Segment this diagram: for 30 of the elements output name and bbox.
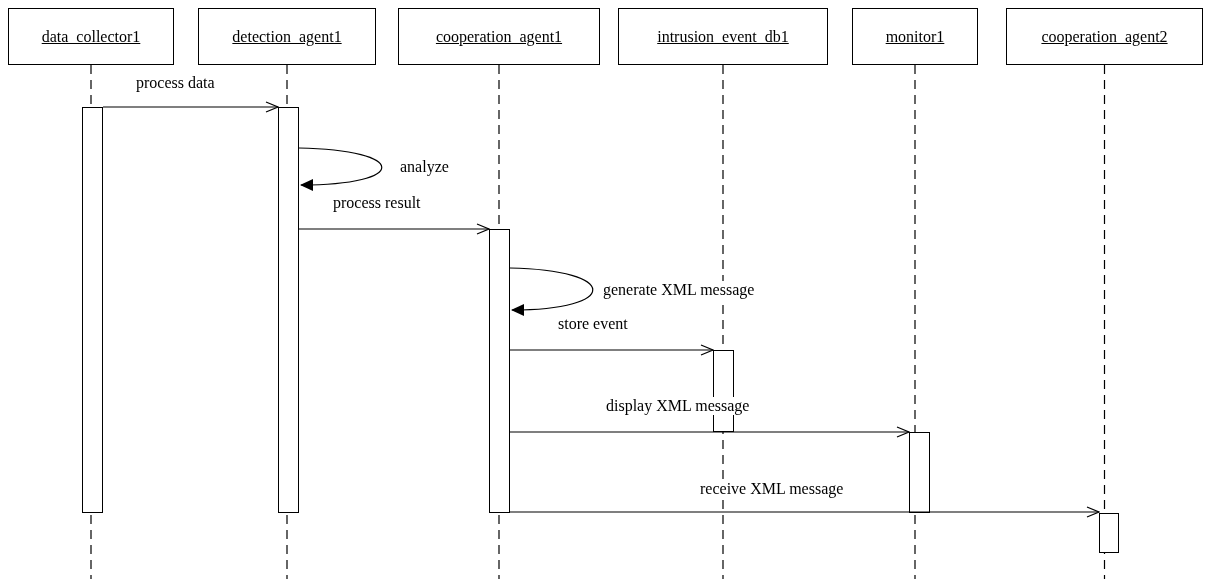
message-label: process data [136,74,215,92]
object-name: cooperation_agent1 [435,27,563,46]
message-label: receive XML message [700,480,844,498]
self-message-arrow [509,267,594,316]
object-name: intrusion_event_db1 [657,27,789,46]
message-label: generate XML message [603,281,755,299]
object-name: detection_agent1 [232,27,342,46]
activation-bar [278,107,299,513]
activation-bar [489,229,510,513]
lifeline-header [198,8,376,65]
activation-bar [1099,513,1119,553]
message-arrow [102,101,279,113]
object-name: cooperation_agent2 [1041,27,1168,46]
self-message-arrow [298,147,383,191]
activation-bar [909,432,930,513]
message-arrow [509,506,1100,518]
message-label: process result [333,194,421,212]
message-arrow [509,426,910,438]
message-label: display XML message [606,397,750,415]
object-name: data_collector1 [41,27,141,46]
message-arrow [298,223,490,235]
object-name: monitor1 [885,27,945,46]
message-arrow [509,344,714,356]
activation-bar [82,107,103,513]
lifeline-header [1006,8,1203,65]
message-label: analyze [400,158,449,176]
lifeline-header [618,8,828,65]
lifeline-header [852,8,978,65]
lifeline-header [8,8,174,65]
lifeline-header [398,8,600,65]
